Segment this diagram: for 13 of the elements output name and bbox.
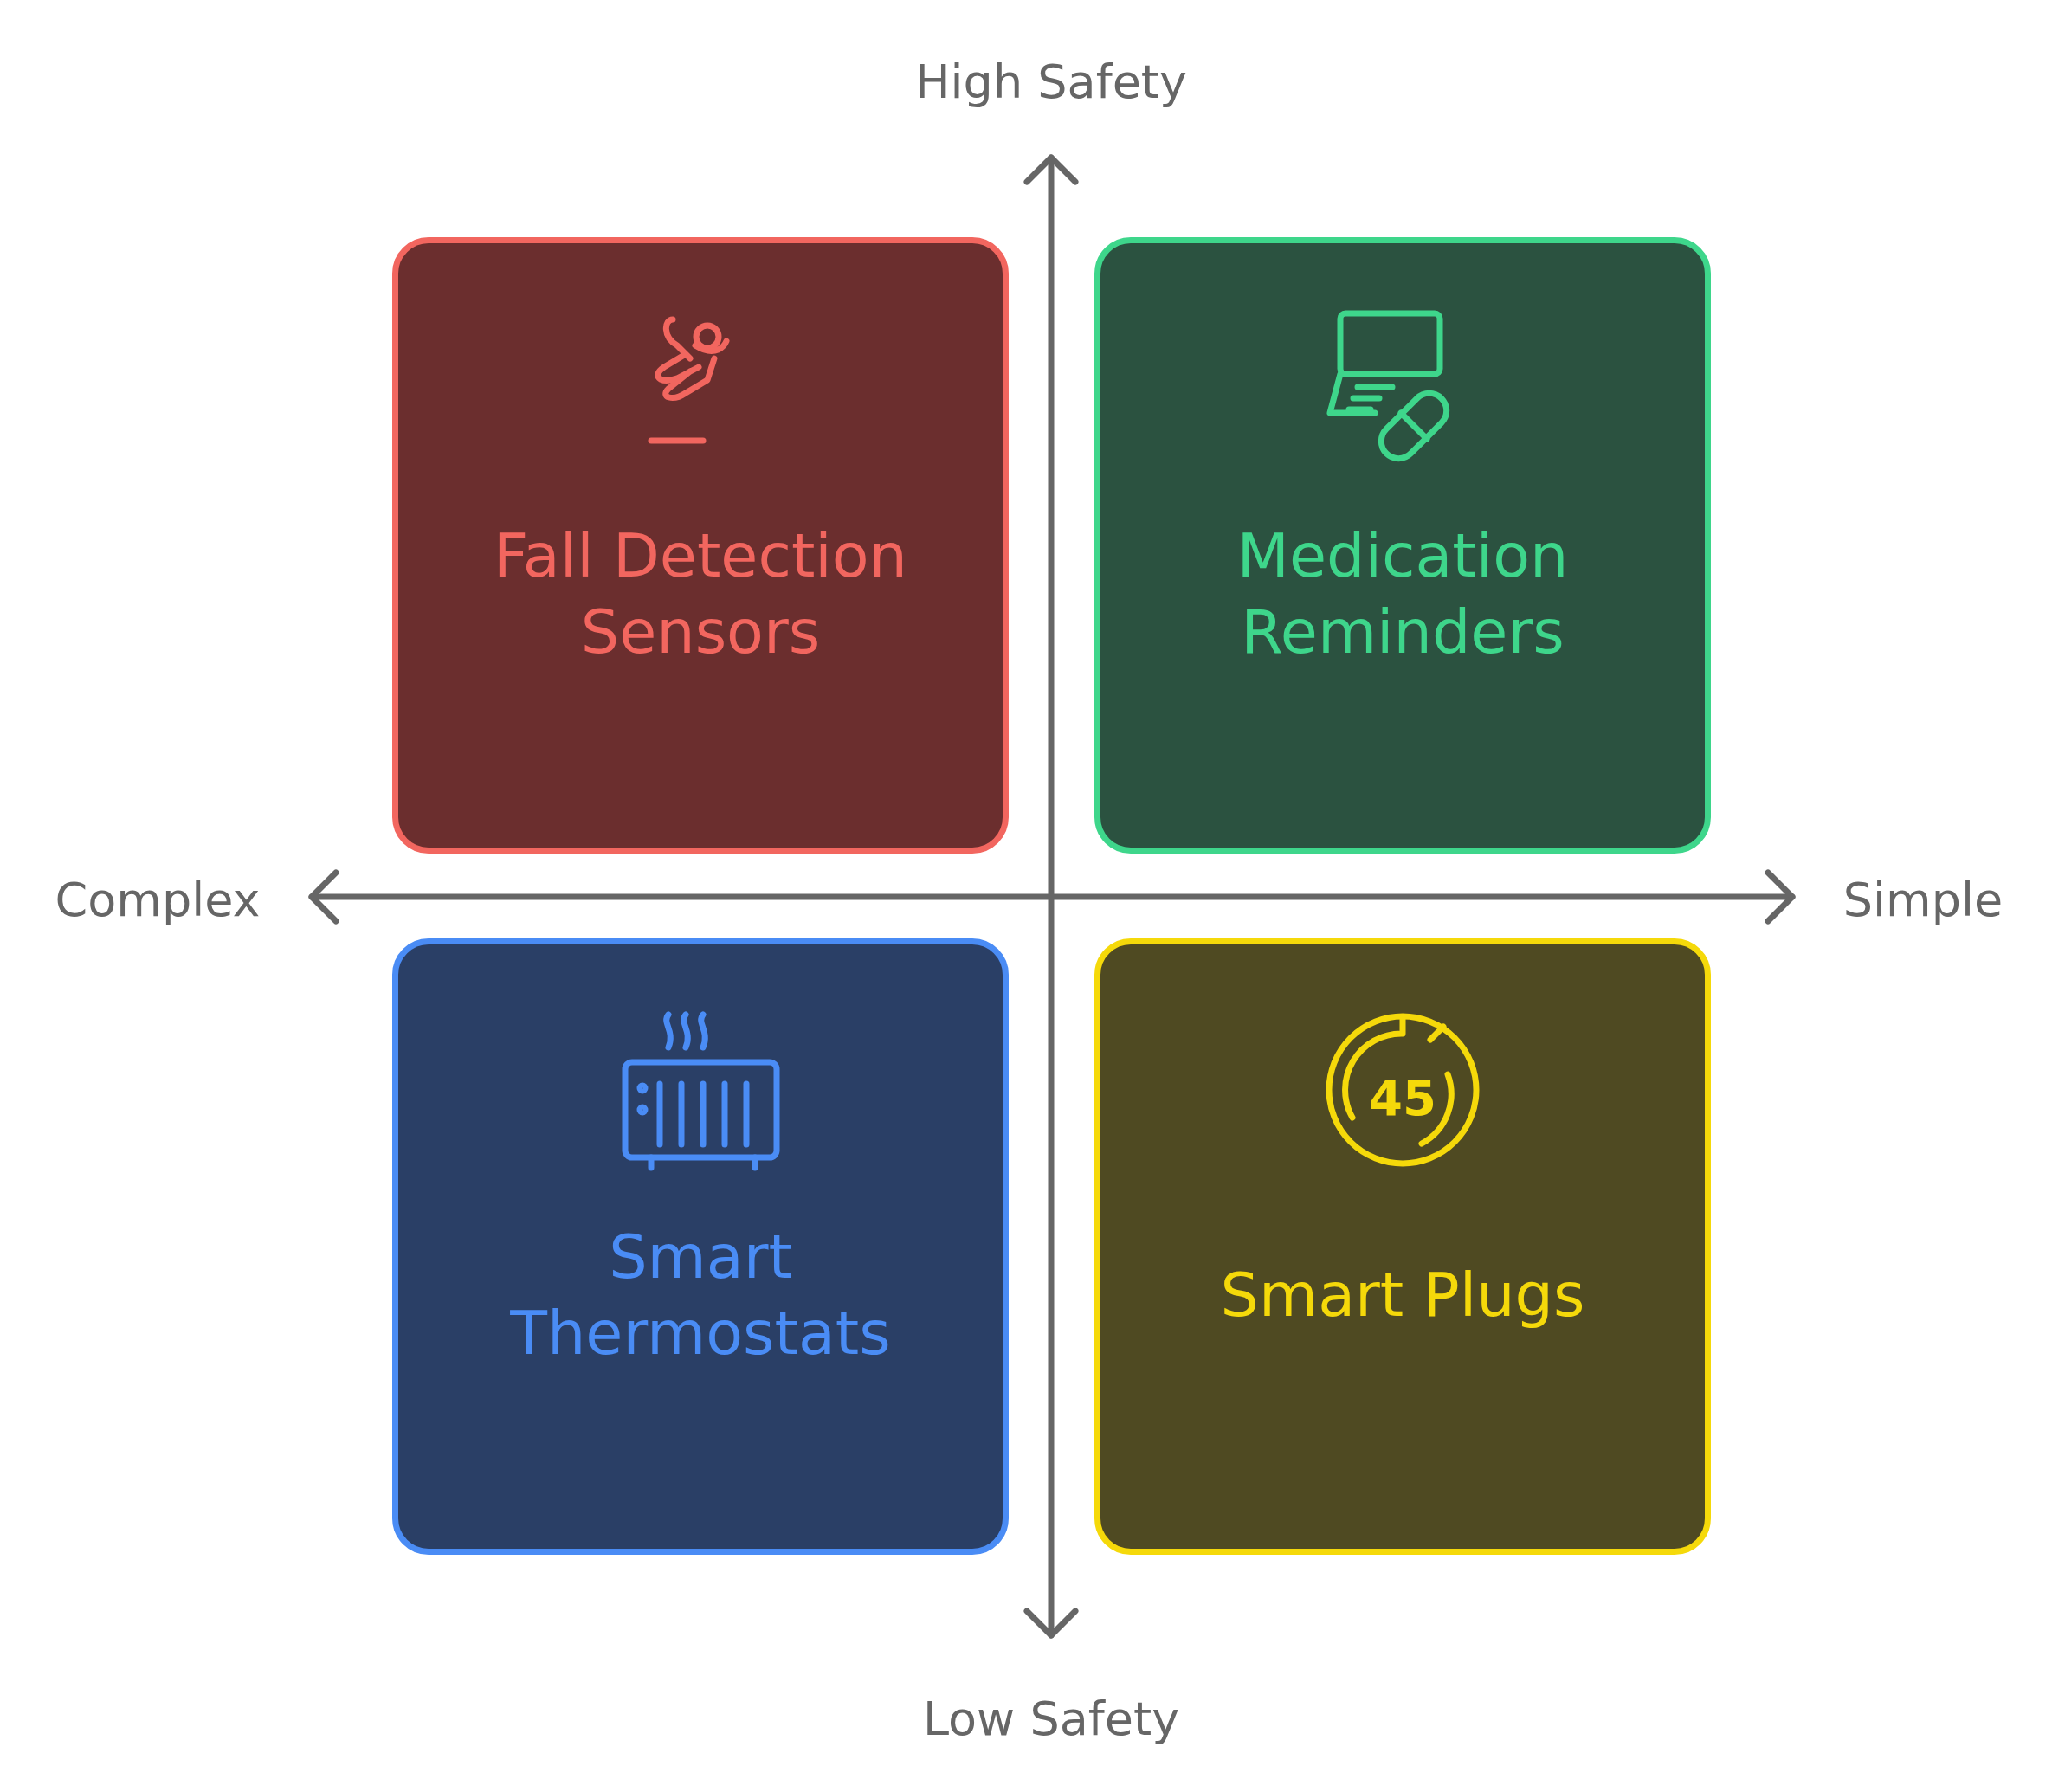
axis-label: Low Safety: [922, 1691, 1180, 1746]
quadrant-title: Smart Plugs: [1220, 1259, 1585, 1332]
quadrant-box: [1094, 938, 1711, 1555]
quadrant-title: Fall Detection Sensors: [493, 519, 908, 669]
quadrant-title: Medication Reminders: [1236, 519, 1570, 669]
axis-label: High Safety: [915, 54, 1187, 109]
quadrant-box: [392, 938, 1009, 1555]
axis-label: Complex: [55, 872, 261, 927]
timer-number: 45: [1369, 1069, 1436, 1126]
quadrant-title: Smart Thermostats: [509, 1221, 892, 1370]
axis-label: Simple: [1842, 872, 2004, 927]
quadrant-box: [392, 237, 1009, 854]
quadrant-box: [1094, 237, 1711, 854]
